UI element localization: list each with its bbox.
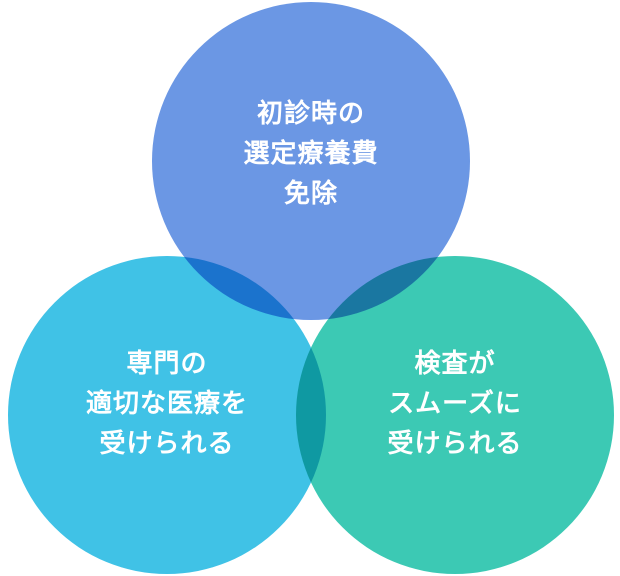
circle-right	[296, 256, 614, 574]
circle-top-line-2: 選定療養費	[243, 139, 379, 169]
circle-left-line-1: 専門の	[126, 349, 208, 379]
circle-right-line-2: スムーズに	[388, 389, 522, 419]
circle-top-line-1: 初診時の	[256, 99, 365, 129]
circle-left-line-3: 受けられる	[99, 429, 235, 459]
circle-top-line-3: 免除	[283, 179, 338, 209]
circle-left	[8, 256, 326, 574]
circle-right-line-1: 検査が	[414, 349, 496, 379]
circle-right-label: 検査が スムーズに 受けられる	[355, 344, 555, 464]
circle-right-line-3: 受けられる	[387, 429, 523, 459]
circle-top-label: 初診時の 選定療養費 免除	[211, 94, 411, 214]
circle-left-line-2: 適切な医療を	[85, 389, 248, 419]
circle-left-label: 専門の 適切な医療を 受けられる	[67, 344, 267, 464]
